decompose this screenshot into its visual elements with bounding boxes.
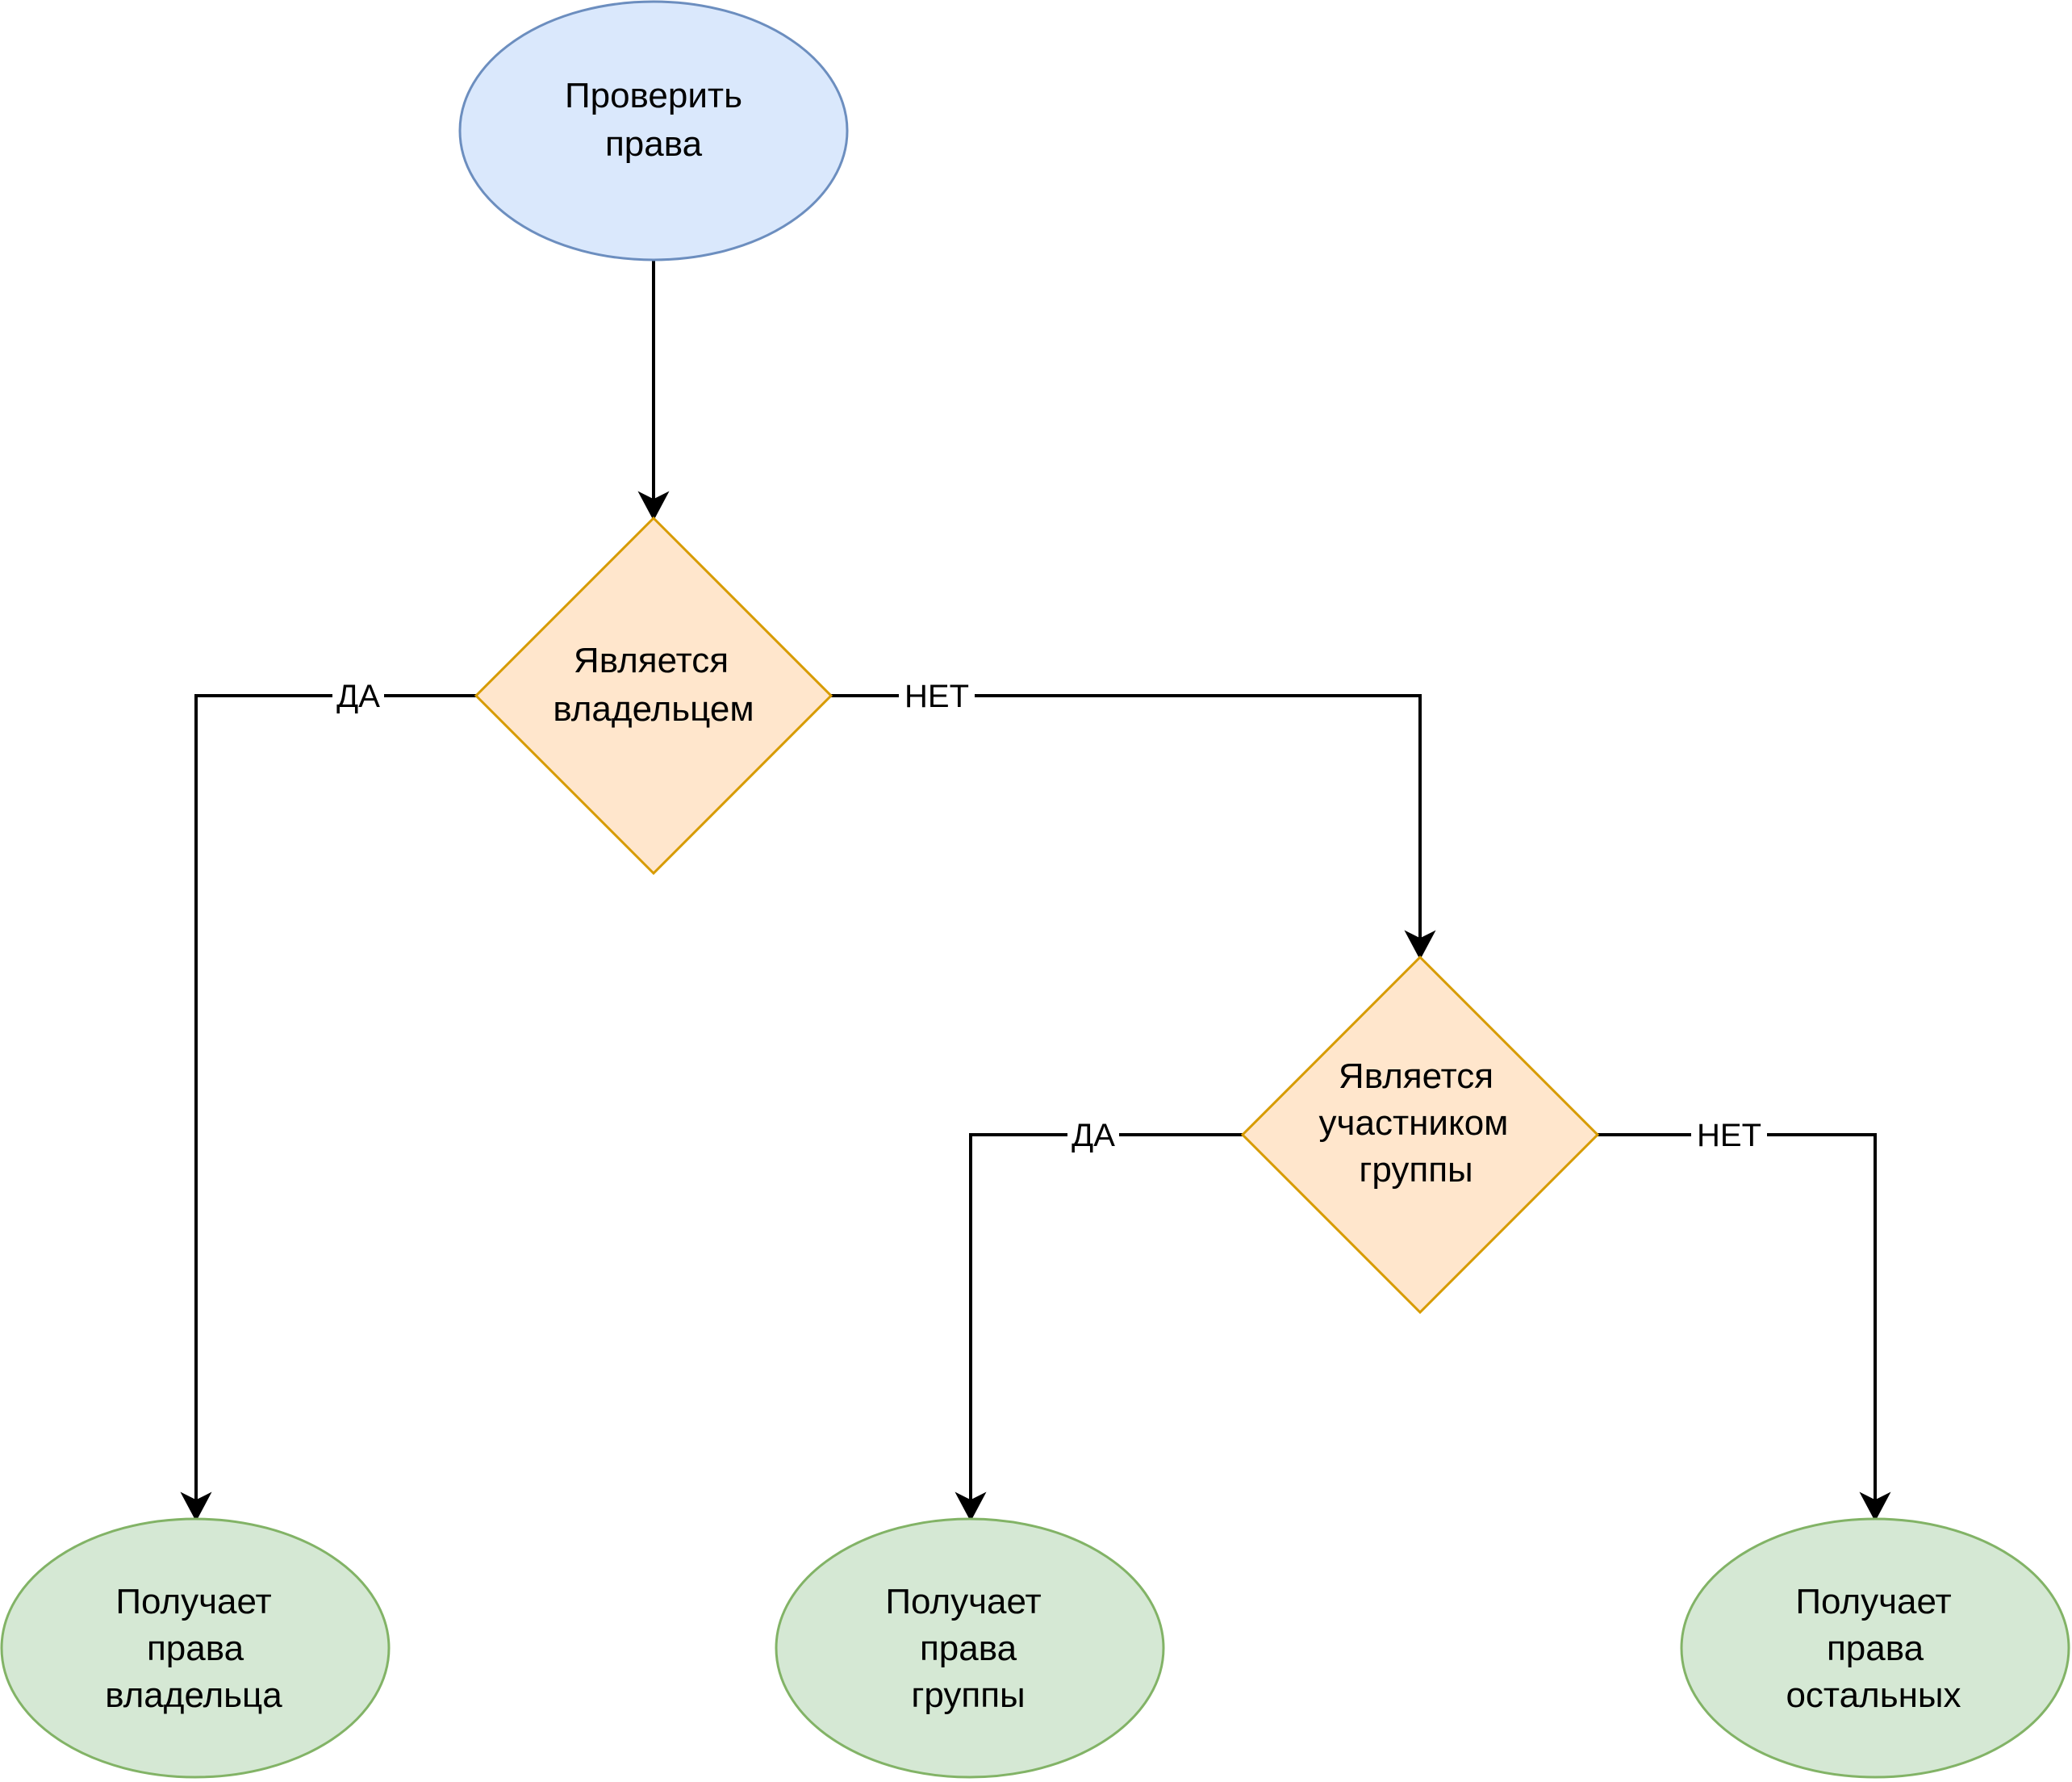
edge-label-owner-no: НЕТ <box>904 679 969 714</box>
node-label-line: Получает <box>1795 1582 1951 1621</box>
result-ellipse <box>1680 1517 2070 1779</box>
node-is-owner: Является владельцем <box>474 516 833 876</box>
node-label-line: группы <box>911 1675 1025 1715</box>
edge-owner-yes: ДА <box>180 675 476 1522</box>
edge-label-owner-yes: ДА <box>336 679 380 714</box>
node-check-rights: Проверить права <box>458 0 849 261</box>
edge-start-to-owner <box>637 260 670 521</box>
edge-label-bg <box>1067 1114 1119 1156</box>
edge-label-group-no: НЕТ <box>1697 1118 1761 1153</box>
node-group-rights: Получает права группы <box>775 1517 1165 1779</box>
edge-label-bg <box>899 675 975 717</box>
node-owner-rights: Получает права владельца <box>0 1517 391 1779</box>
node-label-line: Является <box>574 641 729 680</box>
decision-diamond <box>474 516 833 876</box>
node-label-line: Получает <box>885 1582 1041 1621</box>
node-label-line: Получает <box>115 1582 271 1621</box>
edge-label-bg <box>1691 1114 1767 1156</box>
edge-group-yes: ДА <box>955 1114 1243 1522</box>
result-ellipse <box>775 1517 1165 1779</box>
edge-owner-no: НЕТ <box>831 675 1436 960</box>
edge-label-group-yes: ДА <box>1072 1118 1115 1153</box>
edge-group-no: НЕТ <box>1598 1114 1891 1522</box>
node-label-line: владельца <box>105 1675 282 1715</box>
node-label-line: участником <box>1319 1103 1509 1143</box>
node-others-rights: Получает права остальных <box>1680 1517 2070 1779</box>
node-label-line: остальных <box>1786 1675 1961 1715</box>
result-ellipse <box>0 1517 391 1779</box>
node-label-line: группы <box>1359 1150 1473 1190</box>
node-label-line: права <box>147 1629 244 1668</box>
node-label-line: права <box>1827 1629 1924 1668</box>
node-label-line: Проверить <box>565 76 742 115</box>
node-label-line: владельцем <box>553 689 754 729</box>
edge-label-bg <box>332 675 384 717</box>
node-label-line: права <box>605 124 703 164</box>
node-label-line: Является <box>1339 1056 1493 1096</box>
node-label-line: права <box>920 1629 1017 1668</box>
node-is-group-member: Является участником группы <box>1240 955 1600 1315</box>
decision-diamond <box>1240 955 1600 1315</box>
start-ellipse <box>458 0 849 261</box>
